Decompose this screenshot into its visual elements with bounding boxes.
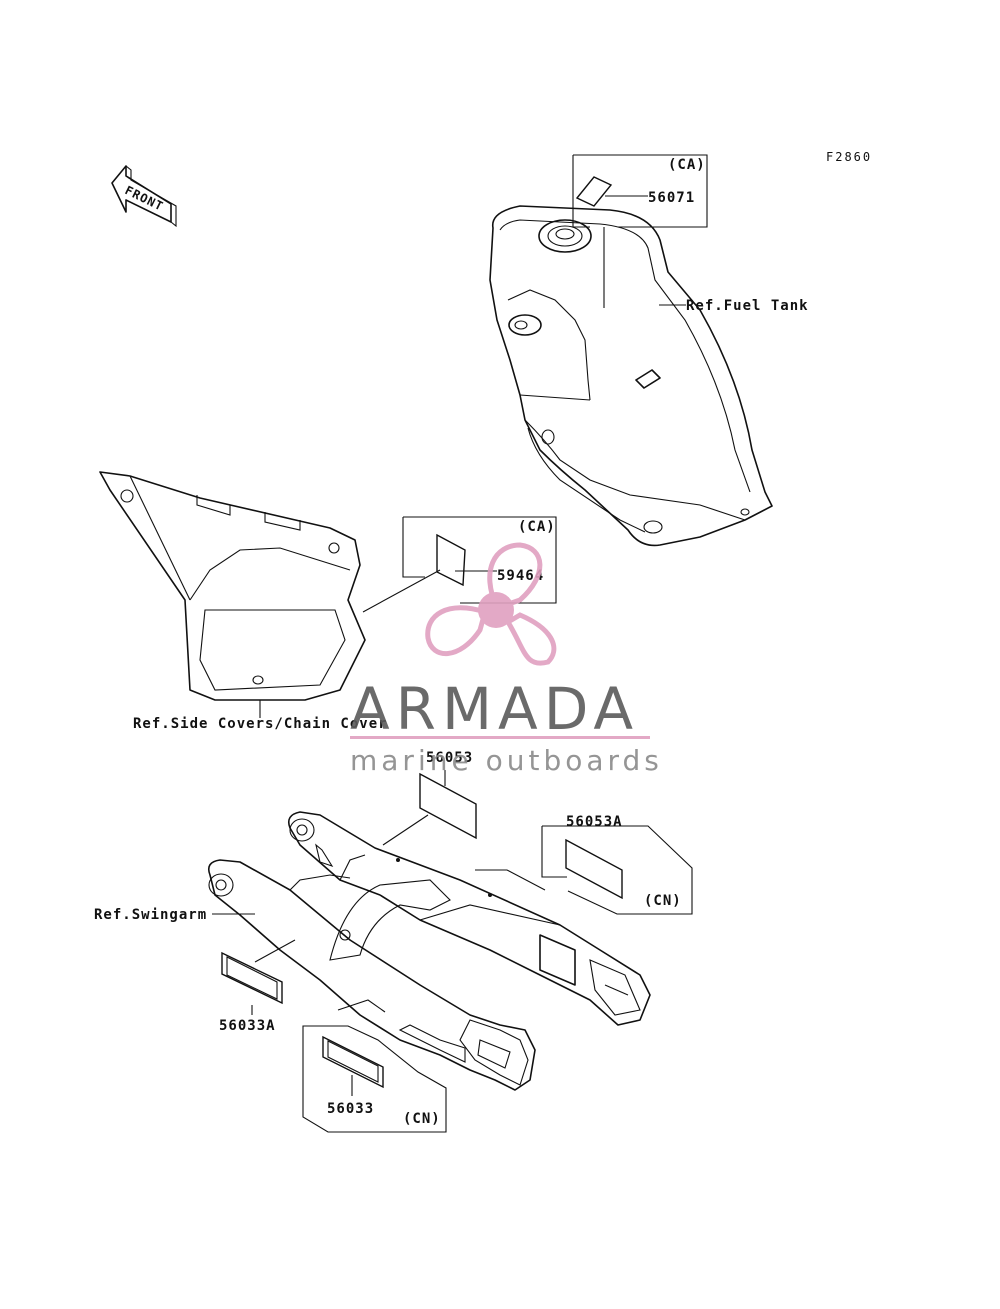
watermark-brand: ARMADA bbox=[350, 675, 639, 743]
ref-fuel-tank: Ref.Fuel Tank bbox=[686, 298, 809, 314]
region-cn-56033: (CN) bbox=[403, 1111, 441, 1127]
figure-code: F2860 bbox=[826, 150, 872, 164]
armada-watermark: ARMADA marine outboards bbox=[350, 542, 663, 777]
front-arrow-icon: FRONT bbox=[111, 165, 177, 228]
region-ca-56071: (CA) bbox=[668, 157, 706, 173]
propeller-logo-icon bbox=[425, 542, 557, 666]
part-59464-group: (CA) 59464 bbox=[362, 516, 557, 613]
part-56053-group: 56053 bbox=[382, 750, 477, 846]
part-number-56053: 56053 bbox=[426, 750, 473, 766]
region-cn-56053A: (CN) bbox=[644, 893, 682, 909]
ref-swingarm: Ref.Swingarm bbox=[94, 907, 207, 923]
region-ca-59464: (CA) bbox=[518, 519, 556, 535]
fuel-tank-drawing bbox=[489, 205, 773, 547]
side-cover-drawing bbox=[99, 471, 366, 718]
part-56053A-group: 56053A (CN) bbox=[475, 814, 693, 915]
part-number-56033A: 56033A bbox=[219, 1018, 276, 1034]
part-56033-group: 56033 (CN) bbox=[302, 999, 447, 1133]
ref-side-covers: Ref.Side Covers/Chain Cover bbox=[133, 716, 388, 732]
part-56033A-group: 56033A bbox=[219, 939, 296, 1034]
part-number-56071: 56071 bbox=[648, 190, 695, 206]
part-number-59464: 59464 bbox=[497, 568, 544, 584]
part-56071-group: (CA) 56071 bbox=[572, 154, 708, 308]
swingarm-drawing bbox=[207, 811, 651, 1091]
part-number-56053A: 56053A bbox=[566, 814, 623, 830]
watermark-tagline: marine outboards bbox=[350, 744, 663, 777]
part-number-56033: 56033 bbox=[327, 1101, 374, 1117]
